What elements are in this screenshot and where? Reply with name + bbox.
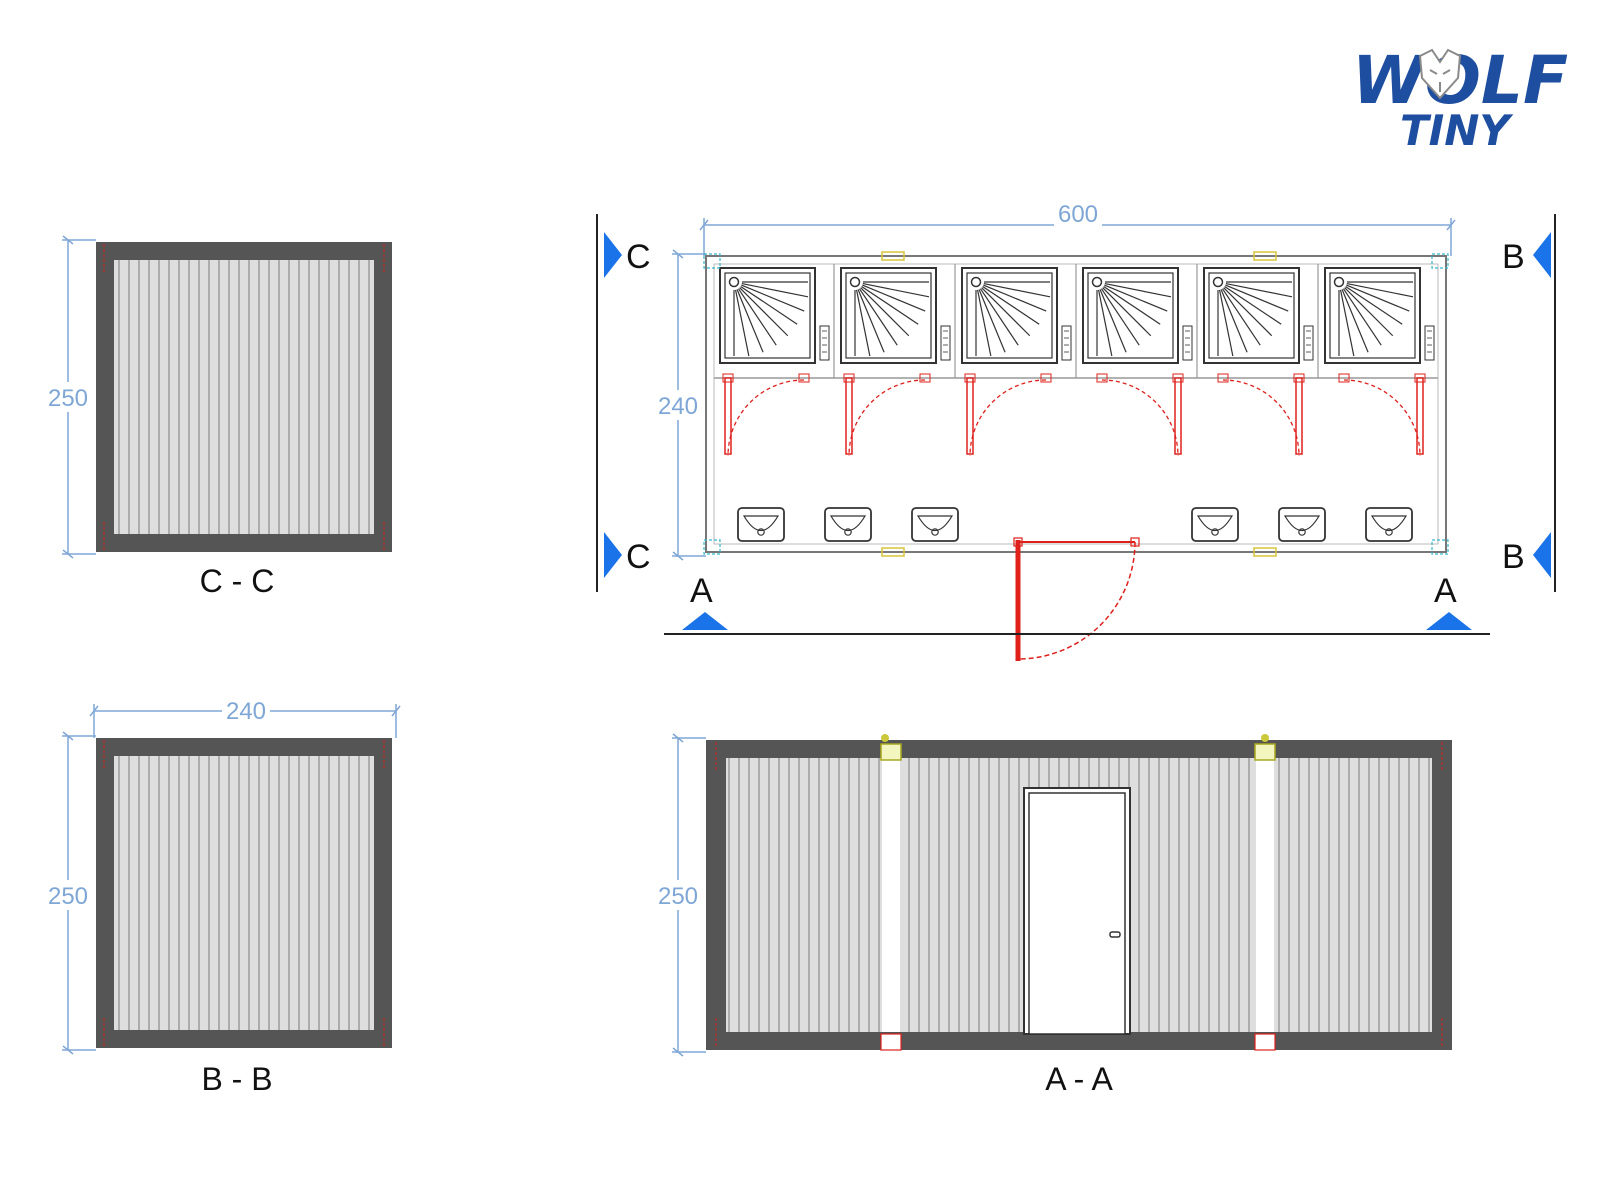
- shower-tray-icon: [1203, 267, 1314, 364]
- height-dimension-label: 250: [48, 385, 88, 412]
- svg-text:A: A: [1434, 572, 1457, 610]
- section-marker-c-bottom: C: [604, 532, 651, 578]
- shower-tray-icon: [719, 267, 830, 364]
- view-caption: B - B: [201, 1061, 272, 1097]
- shower-tray-icon: [840, 267, 951, 364]
- washbasin-icon: [824, 507, 872, 542]
- height-dimension-label: 250: [658, 883, 698, 910]
- section-view-b-b: 240 250 B - B: [48, 696, 401, 1097]
- width-dimension-label: 240: [226, 698, 266, 725]
- svg-text:A: A: [690, 572, 713, 610]
- entrance-door-swing: [1013, 537, 1140, 661]
- depth-dimension-label: 240: [658, 393, 698, 420]
- cabin-door-swing: [964, 373, 1052, 457]
- section-marker-a-left: A: [682, 572, 728, 630]
- section-view-c-c: 250 C - C: [48, 235, 392, 599]
- width-dimension-label: 600: [1058, 201, 1098, 228]
- washbasin-icon: [1191, 507, 1239, 542]
- cabin-door-swing: [1338, 373, 1426, 457]
- washbasin-icon: [1365, 507, 1413, 542]
- floor-plan: 600 240: [596, 200, 1556, 661]
- cabin-door-swing: [1217, 373, 1305, 457]
- corner-fittings: [880, 1033, 1276, 1051]
- shower-tray-icon: [961, 267, 1072, 364]
- shower-tray-icon: [1324, 267, 1435, 364]
- svg-text:C: C: [626, 538, 651, 576]
- wall-panel: [114, 260, 374, 534]
- logo-word-wolf: WOLF: [1352, 42, 1568, 119]
- cabin-doors: [722, 373, 1426, 457]
- washbasin-icon: [911, 507, 959, 542]
- wall-panel: [114, 756, 374, 1030]
- entrance-door: [1023, 787, 1131, 1035]
- svg-text:B: B: [1502, 538, 1525, 576]
- wolf-tiny-logo: WOLF TINY: [1352, 42, 1568, 155]
- cabin-door-swing: [843, 373, 931, 457]
- shower-cabins: [719, 264, 1435, 378]
- section-marker-c-top: C: [604, 232, 651, 278]
- wall-panel-left: [726, 758, 882, 1032]
- section-marker-b-bottom: B: [1502, 532, 1551, 578]
- joint-strip: [1256, 758, 1274, 1032]
- door-handle: [1109, 931, 1121, 938]
- shower-tray-icon: [1082, 267, 1193, 364]
- joint-strip: [882, 758, 900, 1032]
- view-caption: C - C: [200, 563, 275, 599]
- washbasin-icon: [737, 507, 785, 542]
- wolf-head-icon: [1418, 48, 1462, 100]
- section-marker-a-right: A: [1426, 572, 1472, 630]
- lifting-lugs: [880, 734, 1276, 761]
- section-marker-b-top: B: [1502, 232, 1551, 278]
- washbasin-icon: [1278, 507, 1326, 542]
- lifting-lug-markers: [881, 251, 1277, 557]
- cabin-door-swing: [1096, 373, 1184, 457]
- logo-word-tiny: TINY: [1400, 106, 1513, 155]
- svg-text:B: B: [1502, 238, 1525, 276]
- wall-panel-right: [1274, 758, 1432, 1032]
- svg-text:C: C: [626, 238, 651, 276]
- height-dimension-label: 250: [48, 883, 88, 910]
- washbasins: [737, 507, 1413, 542]
- cabin-door-swing: [722, 373, 810, 457]
- section-view-a-a: 250 A - A: [658, 733, 1452, 1097]
- view-caption: A - A: [1045, 1061, 1113, 1097]
